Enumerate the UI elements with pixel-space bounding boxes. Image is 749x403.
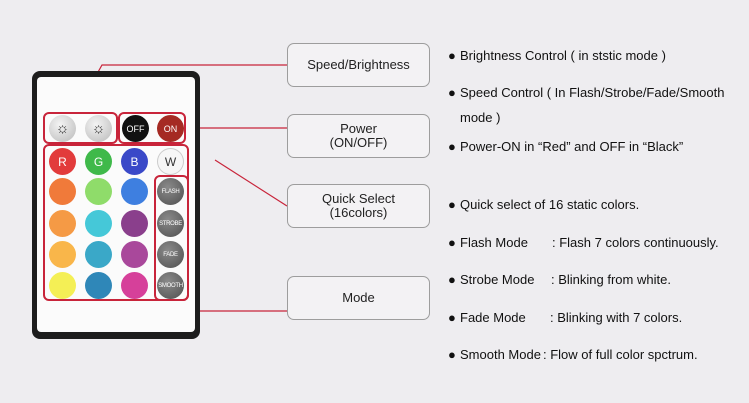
brightness-up-icon[interactable]: ☼: [85, 115, 112, 142]
color-swatch-button[interactable]: [121, 272, 148, 299]
callout-power-line2: (ON/OFF): [329, 135, 388, 150]
bullet-fade-desc: : Blinking with 7 colors.: [550, 310, 683, 325]
color-button-r[interactable]: R: [49, 148, 76, 175]
color-swatch-button[interactable]: [85, 210, 112, 237]
mode-group-highlight: [154, 175, 189, 301]
color-swatch-button[interactable]: [85, 178, 112, 205]
bullet-speed-text: Speed Control ( In Flash/Strobe/Fade/Smo…: [460, 85, 725, 100]
bullet-speed-continued: mode ): [460, 110, 501, 125]
callout-quick-line1: Quick Select: [322, 191, 395, 206]
callout-mode-line1: Mode: [342, 290, 375, 305]
connector-quick: [214, 159, 288, 207]
bullet-smooth-desc: : Flow of full color spctrum.: [543, 347, 698, 362]
bullet-smooth-name: Smooth Mode: [460, 347, 541, 362]
power-group-highlight: [118, 112, 186, 144]
color-swatch-button[interactable]: [49, 178, 76, 205]
bullet-dot: ●: [448, 85, 456, 100]
color-swatch-button[interactable]: [85, 272, 112, 299]
strobe-mode-button[interactable]: STROBE: [157, 210, 184, 237]
bullet-dot: ●: [448, 272, 456, 287]
bullet-flash-name: Flash Mode: [460, 235, 528, 250]
bullet-dot: ●: [448, 235, 456, 250]
callout-power: Power (ON/OFF): [287, 114, 430, 158]
brightness-group-highlight: [43, 112, 118, 144]
bullet-dot: ●: [448, 197, 456, 212]
color-swatch-button[interactable]: [121, 178, 148, 205]
bullet-strobe-name: Strobe Mode: [460, 272, 535, 287]
bullet-dot: ●: [448, 310, 456, 325]
smooth-mode-button[interactable]: SMOOTH: [157, 272, 184, 299]
bullet-fade-name: Fade Mode: [460, 310, 526, 325]
color-button-g[interactable]: G: [85, 148, 112, 175]
flash-mode-button[interactable]: FLASH: [157, 178, 184, 205]
color-swatch-button[interactable]: [49, 272, 76, 299]
bullet-strobe-desc: : Blinking from white.: [551, 272, 671, 287]
bullet-flash-desc: : Flash 7 colors continuously.: [552, 235, 719, 250]
color-button-b[interactable]: B: [121, 148, 148, 175]
bullet-power-text: Power-ON in “Red” and OFF in “Black”: [460, 139, 684, 154]
bullet-dot: ●: [448, 347, 456, 362]
color-swatch-button[interactable]: [121, 241, 148, 268]
color-swatch-button[interactable]: [49, 210, 76, 237]
color-button-w[interactable]: W: [157, 148, 184, 175]
power-on-button[interactable]: ON: [157, 115, 184, 142]
bullet-quick-text: Quick select of 16 static colors.: [460, 197, 640, 212]
bullet-dot: ●: [448, 48, 456, 63]
callout-speed-line1: Speed/Brightness: [307, 57, 410, 72]
callout-quick-select: Quick Select (16colors): [287, 184, 430, 228]
color-swatch-button[interactable]: [121, 210, 148, 237]
color-swatch-button[interactable]: [49, 241, 76, 268]
callout-mode: Mode: [287, 276, 430, 320]
callout-speed-brightness: Speed/Brightness: [287, 43, 430, 87]
fade-mode-button[interactable]: FADE: [157, 241, 184, 268]
callout-quick-line2: (16colors): [329, 205, 388, 220]
bullet-dot: ●: [448, 139, 456, 154]
brightness-down-icon[interactable]: ☼: [49, 115, 76, 142]
power-off-button[interactable]: OFF: [122, 115, 149, 142]
bullet-brightness-text: Brightness Control ( in ststic mode ): [460, 48, 666, 63]
callout-power-line1: Power: [340, 121, 377, 136]
color-swatch-button[interactable]: [85, 241, 112, 268]
